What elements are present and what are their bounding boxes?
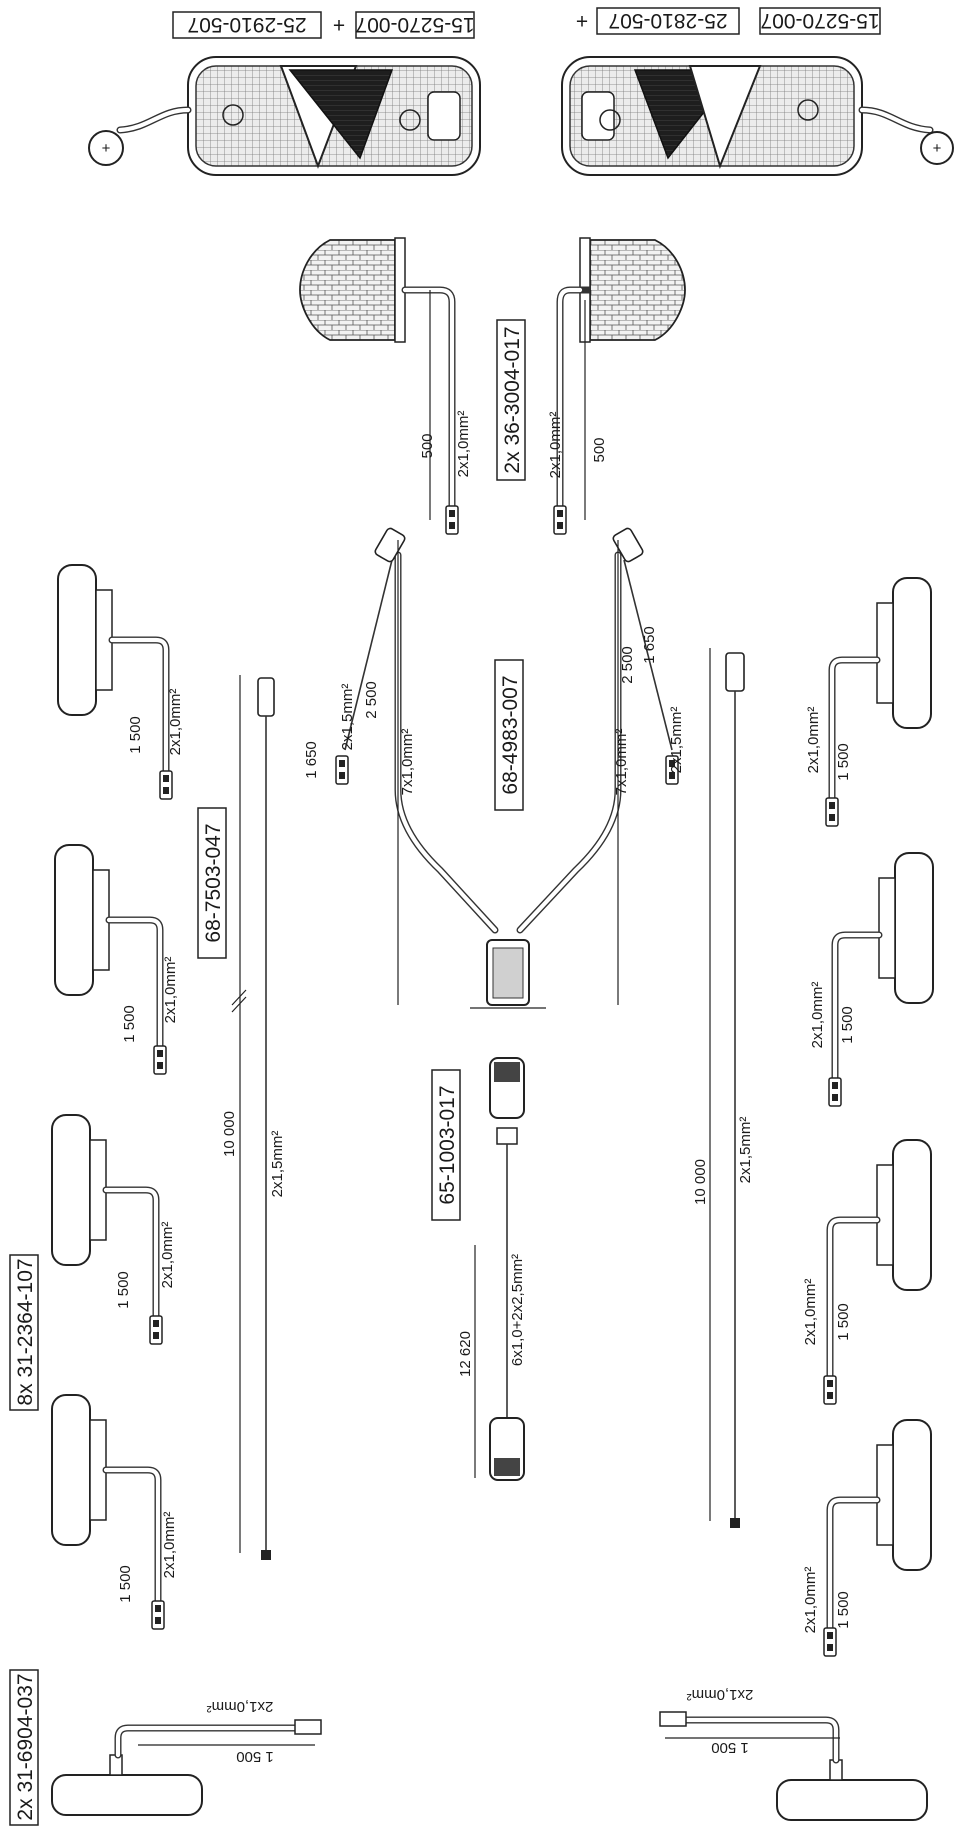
extension-left-length: 10 000 — [221, 1111, 238, 1157]
plate-lamp-label: 2x 36-3004-017 — [496, 319, 526, 481]
marker-r1-length: 1 500 — [835, 743, 852, 781]
harness-left-thin-cable: 2x1,5mm² — [339, 684, 356, 751]
side-markers-part: 8x 31-2364-107 — [14, 1258, 37, 1405]
svg-text:+: + — [933, 140, 942, 157]
rear-lamp-left-part-a: 25-2910-507 — [187, 13, 306, 36]
extension-left-cable: 2x1,5mm² — [269, 1131, 286, 1198]
side-marker-left-3 — [51, 1114, 163, 1345]
marker-r2-length: 1 500 — [839, 1006, 856, 1044]
svg-text:+: + — [102, 140, 111, 157]
side-marker-right-2 — [828, 852, 934, 1107]
end-marker-right-length: 1 500 — [711, 1739, 749, 1756]
marker-l4-cable: 2x1,0mm² — [161, 1512, 178, 1579]
end-marker-right-cable: 2x1,0mm² — [687, 1686, 754, 1703]
trailer-cable-length: 12 620 — [457, 1331, 474, 1377]
trailer-cable-label: 65-1003-017 — [431, 1069, 461, 1221]
side-marker-right-3 — [823, 1139, 932, 1405]
side-marker-left-4 — [51, 1394, 165, 1630]
plus-sign-right: + — [576, 9, 588, 32]
end-marker-left-length: 1 500 — [236, 1748, 274, 1765]
rear-lamp-left-labels: 25-2910-507 + 15-5270-007 — [172, 11, 475, 39]
marker-l3-length: 1 500 — [115, 1271, 132, 1309]
trailer-cable — [474, 1057, 525, 1481]
harness-left-long: 2 500 — [363, 681, 380, 719]
trailer-cable-spec: 6x1,0+2x2,5mm² — [509, 1254, 526, 1366]
marker-l2-length: 1 500 — [121, 1005, 138, 1043]
marker-r2-cable: 2x1,0mm² — [809, 982, 826, 1049]
harness-right-thin-cable: 2x1,5mm² — [668, 707, 685, 774]
end-marker-left — [51, 1719, 322, 1816]
trailer-cable-part: 65-1003-017 — [436, 1085, 459, 1204]
side-marker-right-1 — [825, 577, 932, 827]
rear-lamp-right: + — [561, 56, 954, 176]
harness-right-main-cable: 7x1,0mm² — [613, 729, 630, 796]
extension-right-length: 10 000 — [692, 1159, 709, 1205]
plate-lamp-left — [299, 237, 459, 535]
marker-l2-cable: 2x1,0mm² — [162, 957, 179, 1024]
end-markers-label: 2x 31-6904-037 — [9, 1669, 39, 1826]
marker-r1-cable: 2x1,0mm² — [805, 707, 822, 774]
side-marker-right-4 — [823, 1419, 932, 1657]
main-harness-part: 68-4983-007 — [499, 675, 522, 794]
extension-cable-left — [231, 675, 275, 1560]
rear-lamp-left-part-b: 15-5270-007 — [355, 13, 474, 36]
plate-lamp-right — [553, 237, 686, 535]
plate-lamp-right-length: 500 — [591, 437, 608, 462]
marker-l3-cable: 2x1,0mm² — [159, 1222, 176, 1289]
rear-lamp-right-labels: 25-2810-507 + 15-5270-007 — [576, 7, 881, 35]
extension-cable-left-label: 68-7503-047 — [197, 807, 227, 959]
plate-lamp-left-cable: 2x1,0mm² — [455, 411, 472, 478]
side-marker-left-2 — [54, 844, 167, 1075]
extension-cable-part: 68-7503-047 — [202, 823, 225, 942]
rear-lamp-left: + — [88, 56, 481, 176]
main-harness — [335, 527, 679, 1009]
side-marker-left-1 — [57, 564, 173, 800]
plate-lamp-left-length: 500 — [419, 433, 436, 458]
side-markers-label: 8x 31-2364-107 — [9, 1254, 39, 1411]
end-marker-left-cable: 2x1,0mm² — [207, 1698, 274, 1715]
marker-l4-length: 1 500 — [117, 1565, 134, 1603]
harness-right-long: 2 500 — [619, 646, 636, 684]
rear-lamp-right-part-b: 15-5270-007 — [760, 9, 879, 32]
marker-r4-cable: 2x1,0mm² — [802, 1567, 819, 1634]
plus-sign: + — [333, 13, 345, 36]
rear-lamp-right-part-a: 25-2810-507 — [608, 9, 727, 32]
marker-r3-length: 1 500 — [835, 1303, 852, 1341]
harness-left-short: 1 650 — [303, 741, 320, 779]
main-harness-label: 68-4983-007 — [494, 659, 524, 811]
marker-l1-cable: 2x1,0mm² — [167, 689, 184, 756]
harness-right-short: 1 650 — [641, 626, 658, 664]
extension-right-cable: 2x1,5mm² — [737, 1117, 754, 1184]
marker-r3-cable: 2x1,0mm² — [802, 1279, 819, 1346]
end-marker-right — [659, 1711, 928, 1821]
extension-cable-right — [709, 648, 745, 1528]
plate-lamp-part: 2x 36-3004-017 — [501, 326, 524, 473]
marker-l1-length: 1 500 — [127, 716, 144, 754]
plate-lamp-right-cable: 2x1,0mm² — [547, 412, 564, 479]
marker-r4-length: 1 500 — [835, 1591, 852, 1629]
end-markers-part: 2x 31-6904-037 — [14, 1673, 37, 1820]
harness-left-main-cable: 7x1,0mm² — [399, 729, 416, 796]
